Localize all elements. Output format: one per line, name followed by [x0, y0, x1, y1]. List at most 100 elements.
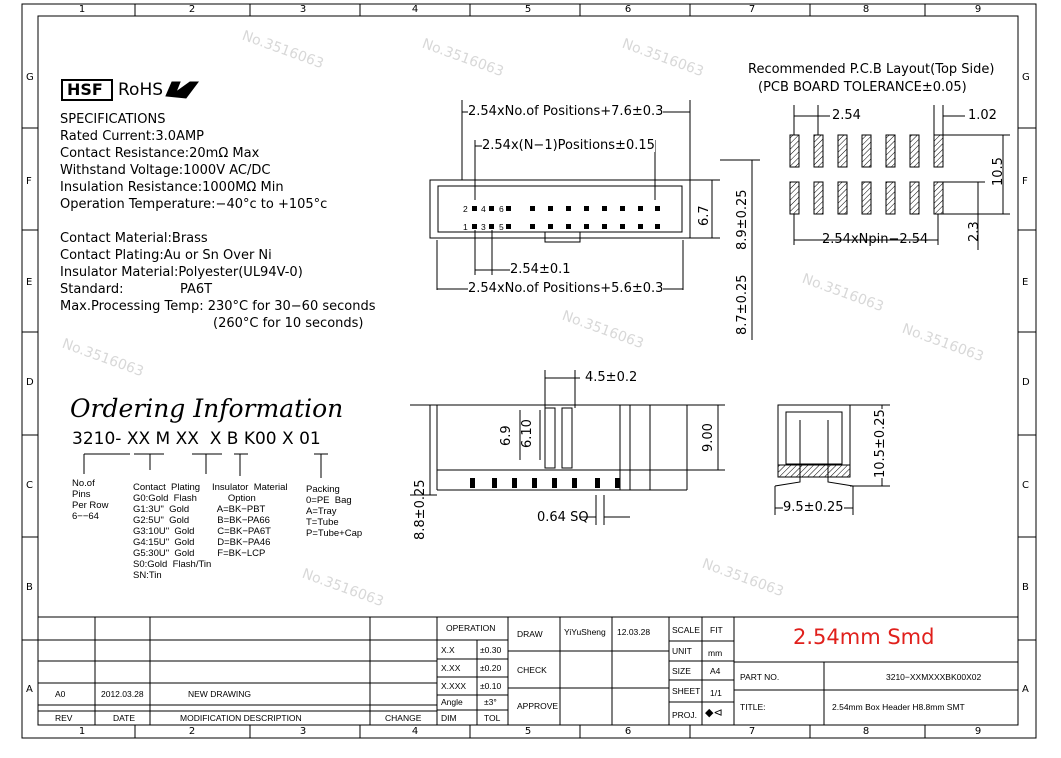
column-label: 6	[624, 4, 632, 15]
code-part: B	[226, 429, 239, 449]
code-part: XX	[175, 429, 199, 449]
row-label: G	[1022, 72, 1030, 83]
column-label: 7	[748, 726, 756, 737]
projection-label: PROJ.	[672, 710, 698, 720]
pin-number: 4	[481, 204, 486, 214]
row-label: C	[26, 480, 33, 491]
pin-number: 5	[499, 222, 504, 232]
row-label: G	[26, 72, 34, 83]
rev-header: REV	[55, 713, 73, 723]
tol-label: Angle	[441, 697, 463, 707]
check-label: CHECK	[517, 665, 547, 675]
pcb-dimensions	[793, 105, 1010, 250]
pin-number: 3	[481, 222, 486, 232]
dim-label: 4.5±0.2	[585, 370, 638, 385]
rev-value: A0	[55, 689, 66, 699]
modification-value: NEW DRAWING	[188, 689, 251, 699]
approve-label: APPROVE	[517, 701, 559, 711]
insulator-options: Insulator Material Option A=BK−PBT B=BK−…	[212, 482, 288, 559]
pins-option: No.of Pins Per Row 6−−64	[72, 478, 109, 522]
size-label: SIZE	[672, 666, 691, 676]
dim-label: 6.7	[697, 205, 712, 226]
row-label: C	[1022, 480, 1029, 491]
column-label: 3	[299, 726, 307, 737]
tol-header: TOL	[484, 713, 501, 723]
packing-options: Packing 0=PE Bag A=Tray T=Tube P=Tube+Ca…	[306, 484, 363, 539]
tol-value: ±0.20	[480, 663, 502, 673]
spec-line: Rated Current:3.0AMP	[60, 129, 205, 144]
dim-label: 8.8±0.25	[413, 479, 428, 540]
materials: Contact Material:Brass Contact Plating:A…	[60, 230, 376, 332]
ordering-leaders	[83, 453, 328, 478]
projection-symbol-icon: ◆⊲	[705, 706, 723, 719]
spec-line: Contact Material:Brass	[60, 231, 208, 246]
title-value: 2.54mm Box Header H8.8mm SMT	[832, 702, 965, 712]
standard-value: PA6T	[180, 282, 213, 297]
spec-line: Standard: PA6T	[60, 281, 376, 298]
modification-header: MODIFICATION DESCRIPTION	[180, 713, 302, 723]
sheet-label: SHEET	[672, 686, 701, 696]
row-label: E	[1022, 277, 1029, 288]
tol-label: X.X	[441, 645, 455, 655]
code-part: X	[282, 429, 294, 449]
ul-logo	[165, 81, 199, 99]
hsf-logo: HSF	[67, 80, 103, 99]
spec-line: Max.Processing Temp: 230°C for 30−60 sec…	[60, 299, 376, 314]
tol-value: ±3°	[484, 697, 497, 707]
dim-label: 2.54x(N−1)Positions±0.15	[482, 138, 655, 153]
spec-line: Contact Plating:Au or Sn Over Ni	[60, 248, 272, 263]
column-label: 9	[974, 726, 982, 737]
spec-heading: SPECIFICATIONS	[60, 112, 166, 127]
title-label: TITLE:	[740, 702, 766, 712]
code-part: M	[155, 429, 171, 449]
date-value: 2012.03.28	[101, 689, 144, 699]
standard-label: Standard:	[60, 282, 124, 297]
pin-number: 1	[463, 222, 468, 232]
dim-label: 2.54xNpin−2.54	[822, 232, 929, 247]
ordering-code: 3210- XX M XX X B K00 X 01	[72, 431, 321, 448]
pcb-layout-title: Recommended P.C.B Layout(Top Side)	[748, 62, 995, 77]
spec-line: Insulation Resistance:1000MΩ Min	[60, 180, 284, 195]
unit-value: mm	[708, 648, 723, 658]
dim-label: 10.5±0.25	[873, 409, 888, 478]
unit-label: UNIT	[672, 646, 692, 656]
frame-ticks	[22, 4, 1036, 738]
row-label: F	[26, 176, 32, 187]
pcb-tolerance: (PCB BOARD TOLERANCE±0.05)	[758, 80, 967, 95]
size-value: A4	[710, 666, 721, 676]
column-label: 6	[624, 726, 632, 737]
dim-label: 8.7±0.25	[735, 274, 750, 335]
drawer-name: YiYuSheng	[564, 627, 606, 637]
change-header: CHANGE	[385, 713, 422, 723]
draw-date: 12.03.28	[617, 627, 651, 637]
part-no-label: PART NO.	[740, 672, 780, 682]
column-label: 4	[411, 4, 419, 15]
rohs-logo: RoHS	[118, 80, 164, 100]
dim-label: 9.00	[701, 423, 716, 452]
column-label: 9	[974, 4, 982, 15]
tol-label: X.XX	[441, 663, 461, 673]
code-part: XX	[126, 429, 151, 449]
column-label: 3	[299, 4, 307, 15]
dim-label: 6.10	[520, 419, 535, 448]
code-part: X	[209, 429, 222, 449]
top-view-pins	[472, 206, 660, 229]
code-part: 01	[299, 429, 321, 449]
dim-label: 8.9±0.25	[735, 189, 750, 250]
side-view-pins	[470, 478, 620, 488]
column-label: 8	[862, 4, 870, 15]
specifications: SPECIFICATIONS Rated Current:3.0AMP Cont…	[60, 111, 327, 213]
part-no-value: 3210−XXMXXXBK00X02	[886, 672, 982, 682]
code-part: 3210-	[72, 429, 122, 449]
dim-label: 2.54±0.1	[510, 262, 571, 277]
dim-label: 2.54xNo.of Positions+5.6±0.3	[468, 281, 664, 296]
column-label: 1	[78, 4, 86, 15]
row-label: A	[1022, 684, 1029, 695]
row-label: D	[1022, 377, 1030, 388]
scale-label: SCALE	[672, 625, 700, 635]
outer-frame	[21, 3, 1037, 739]
hsf-logo-box	[61, 79, 113, 101]
column-label: 5	[524, 4, 532, 15]
